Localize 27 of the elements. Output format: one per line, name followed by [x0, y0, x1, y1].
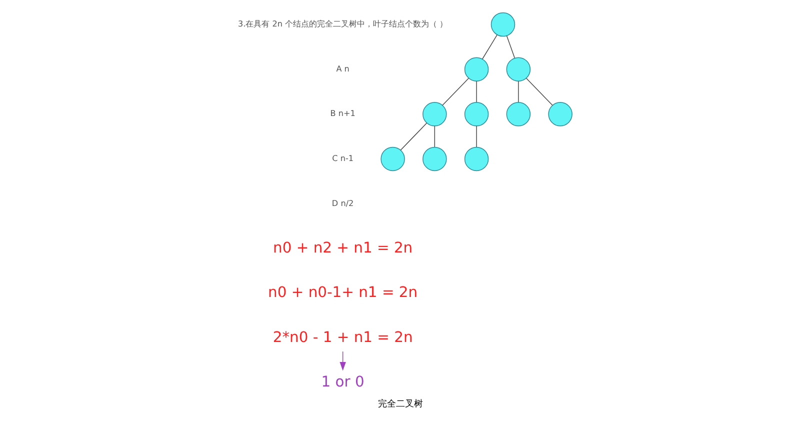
label: D n/2 — [331, 198, 354, 208]
node-circle — [464, 102, 488, 126]
node-circle — [422, 102, 446, 126]
node-text: 2*n0 - 1 + n1 = 2n — [272, 328, 412, 346]
arrow — [339, 351, 346, 371]
caption: 完全二叉树 — [378, 399, 422, 410]
node-circle — [548, 102, 572, 126]
node-text: 1 or 0 — [320, 374, 364, 391]
node-circle — [490, 12, 515, 37]
node-circle — [506, 102, 530, 126]
node-circle — [506, 57, 530, 82]
node-circle — [380, 146, 404, 172]
node-circle — [422, 146, 446, 172]
connector — [400, 122, 427, 150]
connector — [442, 78, 469, 106]
connector — [506, 35, 514, 58]
node-circle — [464, 57, 488, 82]
connector — [434, 126, 435, 148]
node-circle — [464, 146, 488, 172]
label: A n — [336, 63, 349, 74]
connector — [525, 78, 552, 106]
label: n0 + n0-1+ n1 = 2n — [268, 284, 418, 302]
connector — [482, 34, 497, 60]
label: 3.在具有 2n 个结点的完全二叉树中，叶子结点个数为（ ） — [237, 18, 448, 29]
label: C n-1 — [332, 153, 354, 164]
label: B n+1 — [330, 108, 355, 118]
label: n0 + n2 + n1 = 2n — [272, 239, 412, 256]
